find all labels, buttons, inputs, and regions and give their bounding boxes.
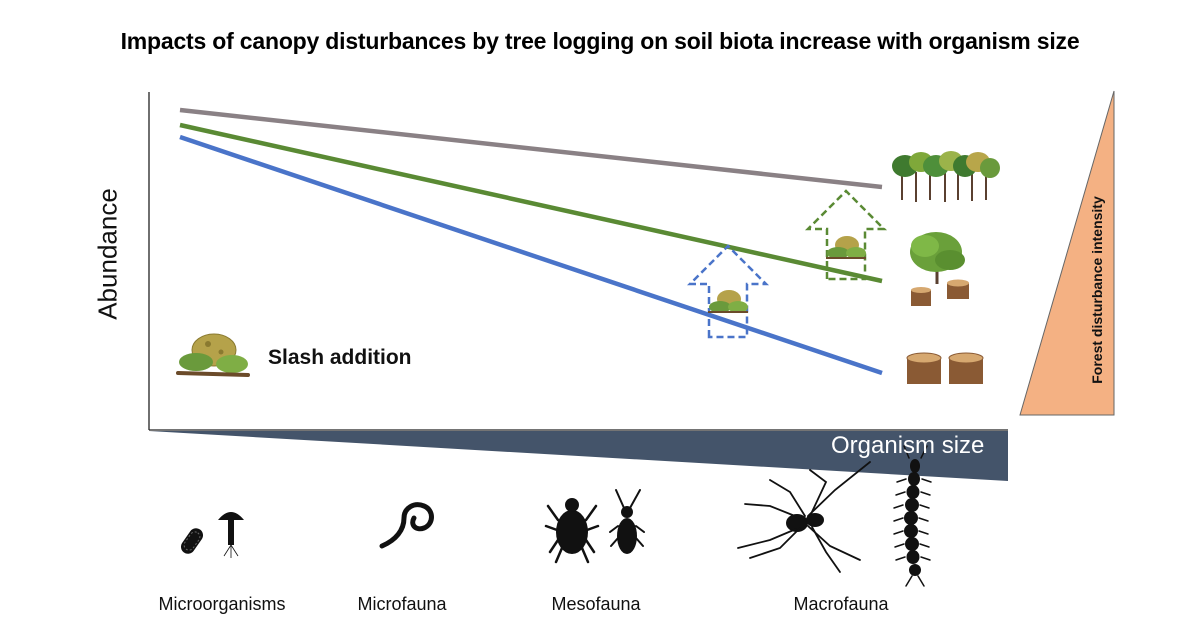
green-arrow-leaf-icon xyxy=(826,236,866,259)
diagram-title: Impacts of canopy disturbances by tree l… xyxy=(120,28,1080,54)
group-label-mesofauna: Mesofauna xyxy=(551,594,641,614)
group-label-microorganisms: Microorganisms xyxy=(158,594,286,614)
y-axis-label: Abundance xyxy=(92,188,123,320)
disturbance-triangle xyxy=(1019,90,1115,416)
dense-forest-icon xyxy=(892,151,1000,202)
tree-stumps-icon xyxy=(906,352,984,384)
blue-arrow-leaf-icon xyxy=(708,290,748,313)
organism-size-wedge xyxy=(149,431,1008,481)
leaf-litter-icon xyxy=(176,333,250,377)
organism-size-label: Organism size xyxy=(831,432,985,459)
stumps-pair xyxy=(911,279,969,306)
group-label-microfauna: Microfauna xyxy=(357,594,447,614)
nematode-icon xyxy=(379,502,434,549)
mite-and-springtail-icon xyxy=(544,489,645,564)
blue-line xyxy=(179,134,883,376)
green-line xyxy=(179,122,883,284)
partially-logged-forest-icon xyxy=(910,232,969,306)
disturbance-intensity-label: Forest disturbance intensity xyxy=(1089,196,1105,384)
slash-addition-label: Slash addition xyxy=(268,346,412,369)
spider-and-centipede-icon xyxy=(737,445,932,587)
green-slash-arrow xyxy=(804,189,888,281)
group-label-macrofauna: Macrofauna xyxy=(793,594,889,614)
blue-slash-arrow xyxy=(686,244,770,339)
bacteria-and-fungus-icon xyxy=(180,512,244,558)
grey-line xyxy=(179,107,883,190)
